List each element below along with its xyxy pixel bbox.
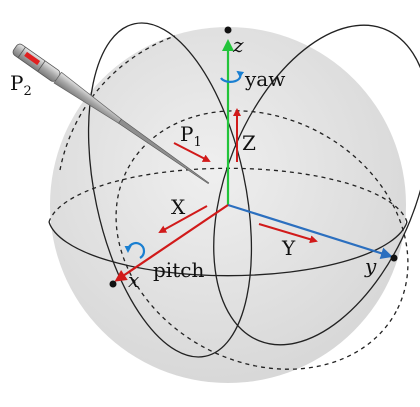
y-endpoint-dot [390, 254, 398, 262]
Y-direction-arrow [258, 223, 318, 244]
x-endpoint-dot [109, 280, 117, 288]
P1-direction-arrow [173, 142, 211, 162]
X-direction-label: X [171, 195, 186, 219]
z-endpoint-dot [224, 26, 232, 34]
X-direction-arrow [158, 205, 208, 233]
probe-needle [118, 118, 210, 185]
P1-label: P1 [180, 122, 202, 150]
yaw-rotation-icon [220, 70, 245, 83]
probe-red-mark [24, 51, 41, 66]
x-axis-label: x [128, 268, 139, 292]
Y-direction-label: Y [281, 236, 296, 260]
equator-front-arc [48, 221, 408, 277]
great-circles [48, 22, 420, 370]
P2-label: P2 [10, 71, 32, 99]
x-axis-line [114, 204, 229, 282]
tilted-back-ring [115, 110, 409, 370]
y-axis-line [227, 203, 393, 260]
z-axis-label: z [232, 33, 244, 57]
probe [12, 43, 210, 185]
y-axis-label: y [364, 254, 377, 278]
pitch-label: pitch [153, 258, 204, 282]
meridian-xz [87, 22, 253, 358]
pitch-rotation-icon [124, 242, 146, 259]
outline-dashed-arc [59, 35, 176, 171]
Z-direction-label: Z [242, 131, 256, 155]
yaw-label: yaw [244, 67, 285, 91]
meridian-yz [213, 24, 420, 346]
